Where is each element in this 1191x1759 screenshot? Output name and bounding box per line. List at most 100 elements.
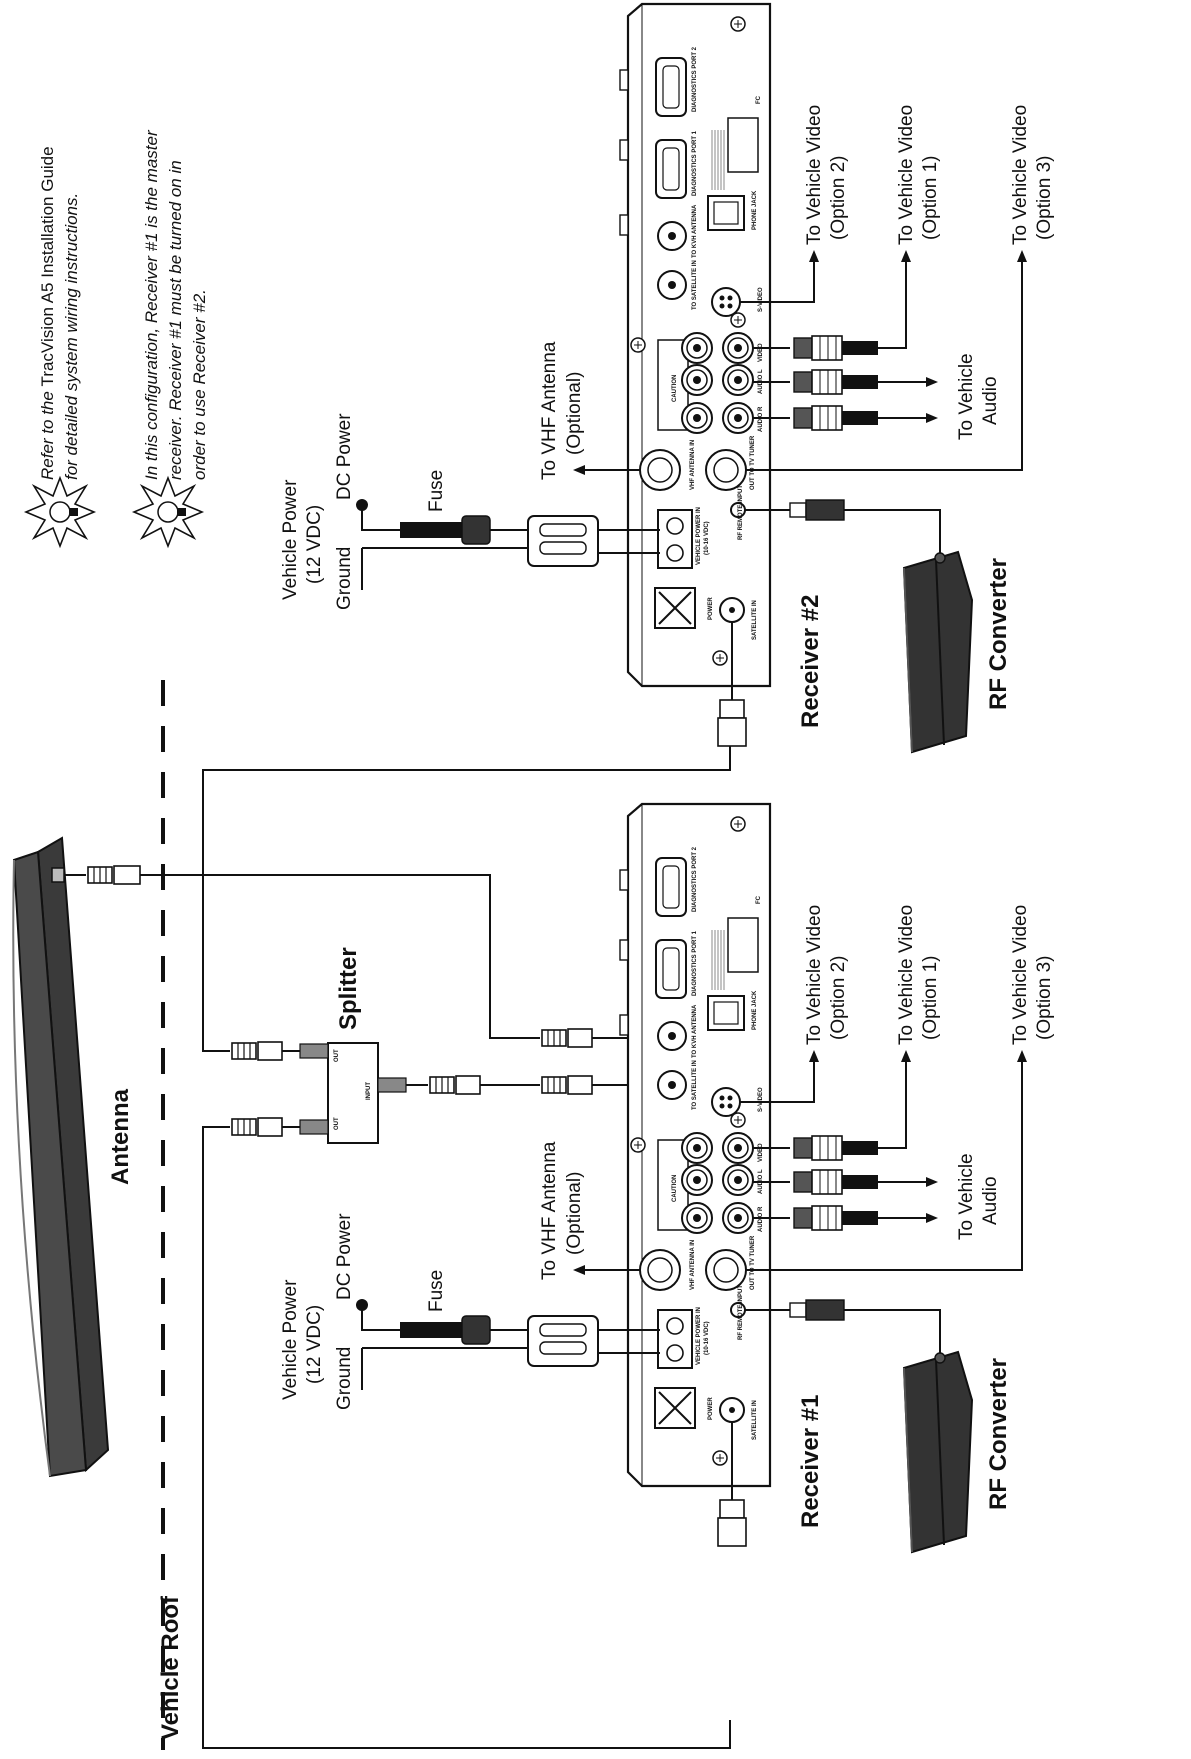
rca-jack[interactable] <box>722 402 754 434</box>
fuse-label: Fuse <box>426 1270 447 1312</box>
video-label: VIDEO <box>758 1143 764 1162</box>
rca-jack[interactable] <box>681 1132 713 1164</box>
vehicle-video-label: To Vehicle Video <box>804 905 825 1045</box>
to-vehicle-label: To Vehicle <box>956 1153 977 1240</box>
vehicle-video-label: To Vehicle Video <box>896 905 917 1045</box>
optional-label: (Optional) <box>564 1172 585 1255</box>
ground-label: Ground <box>334 1347 355 1410</box>
label-plate <box>727 117 759 173</box>
to-vehicle-label: To Vehicle <box>956 353 977 440</box>
fuse <box>400 522 462 538</box>
diagnostics-port-2-label: DIAGNOSTICS PORT 2 <box>692 846 698 912</box>
rca-jack[interactable] <box>722 364 754 396</box>
vdc-label: (12 VDC) <box>304 1305 325 1384</box>
out-to-tv-tuner-jack[interactable] <box>705 449 747 491</box>
option-3-label: (Option 3) <box>1034 156 1055 240</box>
vehicle-power-range-label: (10-16 VDC) <box>704 1321 710 1355</box>
rf-plug <box>805 499 845 521</box>
svg-text:receiver. Receiver #1 must be: receiver. Receiver #1 must be turned on … <box>166 160 185 480</box>
svg-text:OUT: OUT <box>334 1117 340 1130</box>
label-plate <box>727 917 759 973</box>
caution-text: CAUTION <box>672 1175 678 1202</box>
phone-jack-label: PHONE JACK <box>752 190 758 230</box>
out-to-tv-tuner-jack[interactable] <box>705 1249 747 1291</box>
power-label: POWER <box>708 1397 714 1420</box>
vhf-antenna-label: To VHF Antenna <box>539 341 560 480</box>
to-satellite-in-label: TO SATELLITE IN <box>692 260 698 310</box>
video-plug <box>793 335 878 361</box>
kvh-burst-icon <box>133 477 203 547</box>
kvh-burst-icon <box>25 477 95 547</box>
rca-jack[interactable] <box>722 1132 754 1164</box>
vehicle-video-label: To Vehicle Video <box>1010 105 1031 245</box>
fuse-label: Fuse <box>426 470 447 512</box>
out-to-tv-tuner-label: OUT TO TV TUNER <box>750 1235 756 1290</box>
vhf-antenna-in-jack[interactable] <box>639 1249 681 1291</box>
rca-jack[interactable] <box>681 364 713 396</box>
power-label: POWER <box>708 597 714 620</box>
vhf-antenna-in-label: VHF ANTENNA IN <box>690 1240 696 1290</box>
video-label: VIDEO <box>758 343 764 362</box>
vehicle-power-in-label: VEHICLE POWER IN <box>696 1307 702 1365</box>
audio-r-plug <box>793 405 878 431</box>
diagnostics-port-2[interactable] <box>655 857 687 917</box>
video-plug <box>793 1135 878 1161</box>
dc-power-label: DC Power <box>334 1213 355 1300</box>
rca-jack[interactable] <box>722 1164 754 1196</box>
out-to-tv-tuner-label: OUT TO TV TUNER <box>750 435 756 490</box>
svg-text:INPUT: INPUT <box>366 1082 372 1100</box>
diagnostics-port-1[interactable] <box>655 939 687 999</box>
to-kvh-antenna-label: TO KVH ANTENNA <box>692 1004 698 1058</box>
vehicle-power-in-label: VEHICLE POWER IN <box>696 507 702 565</box>
rf-converter <box>902 1350 974 1554</box>
rca-jack[interactable] <box>681 1164 713 1196</box>
diagnostics-port-1[interactable] <box>655 139 687 199</box>
vehicle-power-label: Vehicle Power <box>280 1279 301 1400</box>
vehicle-video-label: To Vehicle Video <box>804 105 825 245</box>
svg-text:for detailed system wiring ins: for detailed system wiring instructions. <box>62 193 81 480</box>
antenna-label: Antenna <box>107 1088 134 1185</box>
rca-jack[interactable] <box>681 1202 713 1234</box>
vehicle-roof-label: Vehicle Roof <box>157 1595 184 1740</box>
option-1-label: (Option 1) <box>920 956 941 1040</box>
diagnostics-port-1-label: DIAGNOSTICS PORT 1 <box>692 130 698 196</box>
phone-jack-label: PHONE JACK <box>752 990 758 1030</box>
rf-converter-label: RF Converter <box>985 558 1012 710</box>
configuration-note: In this configuration, Receiver #1 is th… <box>142 129 209 480</box>
diagnostics-port-2[interactable] <box>655 57 687 117</box>
diagnostics-port-2-label: DIAGNOSTICS PORT 2 <box>692 46 698 112</box>
rca-jack[interactable] <box>681 332 713 364</box>
dc-power-label: DC Power <box>334 413 355 500</box>
svg-text:order to use Receiver #2.: order to use Receiver #2. <box>190 289 209 480</box>
svg-text:In this configuration, Receive: In this configuration, Receiver #1 is th… <box>142 129 161 480</box>
splitter: OUT OUT INPUT <box>299 1042 407 1144</box>
rf-converter-label: RF Converter <box>985 1358 1012 1510</box>
reference-note: Refer to the TracVision A5 Installation … <box>38 146 81 480</box>
rca-jack[interactable] <box>722 1202 754 1234</box>
rca-jack[interactable] <box>681 402 713 434</box>
receiver-title: Receiver #1 <box>797 1395 824 1528</box>
option-3-label: (Option 3) <box>1034 956 1055 1040</box>
to-kvh-antenna-label: TO KVH ANTENNA <box>692 204 698 258</box>
satellite-in-label: SATELLITE IN <box>752 600 758 640</box>
s-video-jack[interactable] <box>711 1087 741 1117</box>
rf-remote-input-label: RF REMOTE INPUT <box>738 485 744 540</box>
vhf-antenna-label: To VHF Antenna <box>539 1141 560 1280</box>
option-2-label: (Option 2) <box>828 956 849 1040</box>
option-2-label: (Option 2) <box>828 156 849 240</box>
to-satellite-in-label: TO SATELLITE IN <box>692 1060 698 1110</box>
rca-jack[interactable] <box>722 332 754 364</box>
svg-text:OUT: OUT <box>334 1049 340 1062</box>
rf-converter <box>902 550 974 754</box>
rf-plug <box>805 1299 845 1321</box>
audio-l-plug <box>793 1169 878 1195</box>
diagnostics-port-1-label: DIAGNOSTICS PORT 1 <box>692 930 698 996</box>
antenna <box>12 836 110 1478</box>
fuse <box>400 1322 462 1338</box>
s-video-jack[interactable] <box>711 287 741 317</box>
audio-l-plug <box>793 369 878 395</box>
receiver-title: Receiver #2 <box>797 595 824 728</box>
vhf-antenna-in-jack[interactable] <box>639 449 681 491</box>
